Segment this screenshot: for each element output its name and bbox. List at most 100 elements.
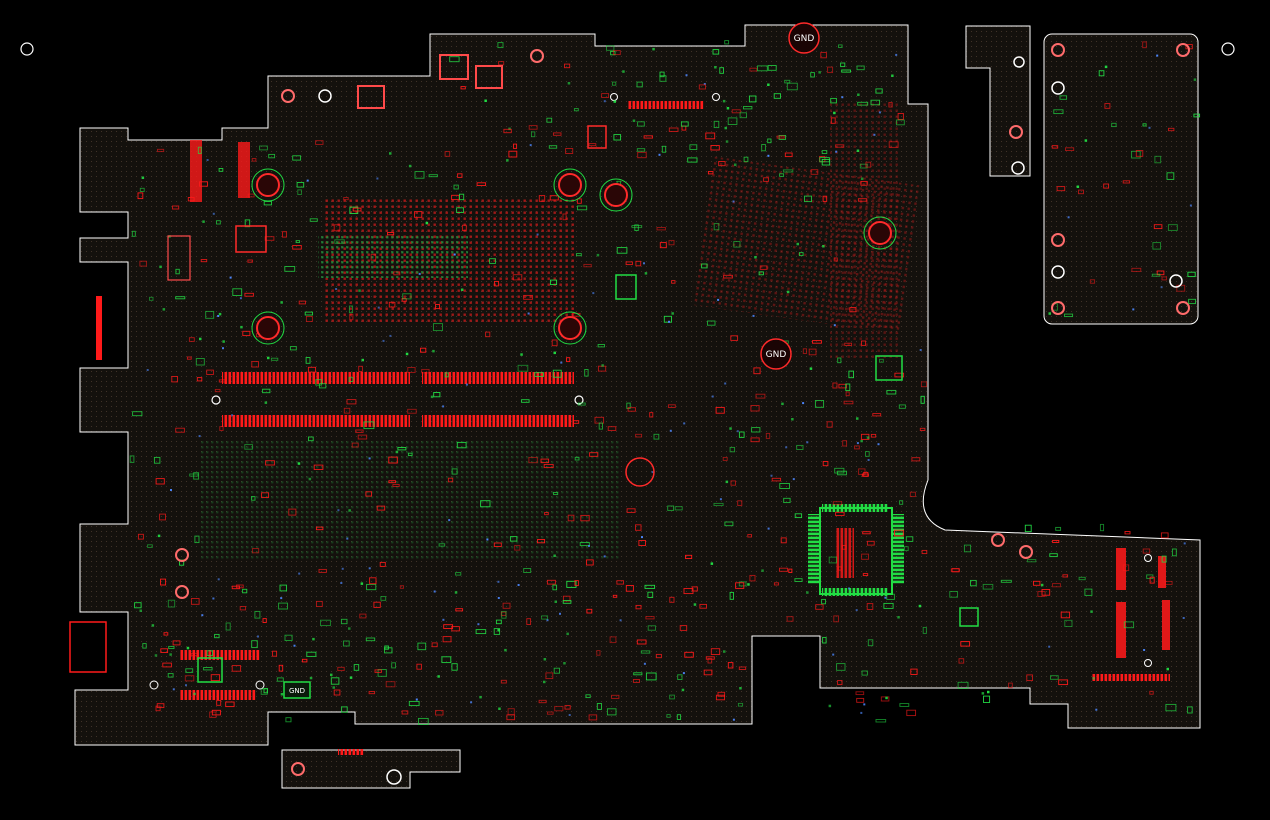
smd-component [836, 663, 846, 671]
smd-component [1161, 276, 1167, 281]
smd-component [773, 93, 781, 99]
smd-component [341, 706, 348, 713]
smd-component [373, 601, 381, 608]
smd-component [562, 600, 572, 604]
smd-component [335, 288, 338, 290]
ic-red-square-5 [357, 85, 385, 109]
smd-component [264, 401, 268, 404]
smd-component [865, 451, 870, 457]
right-connector-column-4 [1162, 600, 1170, 650]
smd-component [895, 119, 905, 126]
smd-component [603, 555, 606, 558]
smd-component [225, 701, 235, 708]
smd-component [155, 478, 165, 485]
smd-component [1040, 583, 1044, 587]
smd-component [348, 305, 354, 314]
smd-component [598, 422, 603, 430]
smd-component [309, 218, 318, 222]
smd-component [1152, 242, 1162, 250]
smd-component [457, 173, 463, 178]
smd-component [566, 580, 577, 588]
smd-component [683, 422, 686, 425]
smd-component [870, 99, 881, 106]
smd-component [808, 348, 817, 356]
smd-component [821, 598, 826, 605]
smd-component [730, 335, 739, 341]
gnd-label-top: GND [794, 34, 815, 44]
smd-component [368, 567, 371, 570]
smd-component [644, 272, 648, 275]
smd-component [573, 108, 579, 112]
smd-component [723, 650, 726, 653]
smd-component [212, 597, 215, 600]
smd-component [830, 97, 837, 104]
smd-component [159, 265, 162, 269]
smd-component [622, 70, 625, 73]
smd-component [197, 146, 202, 154]
smd-component [431, 642, 438, 648]
smd-component [1142, 123, 1147, 127]
smd-component [596, 703, 602, 710]
smd-component [1165, 703, 1177, 712]
smd-component [786, 616, 794, 622]
smd-component [418, 272, 421, 275]
smd-component [635, 260, 642, 267]
smd-component [767, 65, 777, 71]
smd-component [272, 650, 278, 657]
smd-component [754, 256, 757, 259]
bottom-left-hole-2 [255, 680, 265, 690]
smd-component [611, 694, 620, 699]
smd-component [1182, 617, 1185, 619]
smd-component [835, 150, 838, 153]
component-layer [129, 40, 1201, 725]
smd-component [841, 545, 847, 550]
smd-component [330, 677, 340, 685]
smd-component [546, 619, 549, 622]
smd-component [308, 436, 314, 442]
smd-component [359, 613, 367, 619]
smd-component [674, 506, 683, 511]
smd-component [428, 174, 438, 178]
smd-component [341, 567, 344, 570]
smd-component [899, 703, 910, 707]
smd-component [867, 639, 874, 647]
smd-component [724, 521, 734, 527]
smd-component [647, 625, 656, 631]
smd-component [284, 634, 293, 641]
smd-component [549, 195, 559, 201]
smd-component [523, 568, 532, 573]
dimm-latch-hole-right [574, 395, 584, 405]
smd-component [597, 344, 605, 348]
smd-component [1168, 127, 1175, 132]
smd-component [254, 610, 261, 619]
smd-component [545, 672, 554, 680]
smd-component [661, 145, 667, 153]
smd-component [685, 74, 688, 77]
smd-component [441, 656, 452, 664]
smd-component [306, 651, 317, 657]
screw-hole [251, 311, 285, 345]
smd-component [201, 614, 204, 617]
smd-component [553, 492, 559, 496]
smd-component [676, 714, 682, 720]
smd-component [565, 148, 574, 154]
dimm-connector-top-left [222, 372, 410, 384]
smd-component [843, 400, 854, 405]
smd-component [418, 717, 429, 725]
smd-component [186, 356, 192, 360]
smd-component [296, 182, 305, 188]
smd-component [1156, 270, 1165, 276]
smd-component [497, 580, 500, 583]
smd-component [194, 535, 200, 544]
smd-component [584, 369, 589, 377]
smd-component [435, 709, 444, 716]
smd-component [888, 141, 899, 148]
smd-component [562, 213, 567, 221]
smd-component [212, 212, 215, 215]
smd-component [710, 562, 714, 565]
smd-component [748, 95, 757, 103]
smd-component [149, 296, 154, 301]
smd-component [886, 389, 897, 395]
smd-component [497, 42, 504, 49]
smd-component [346, 399, 357, 405]
